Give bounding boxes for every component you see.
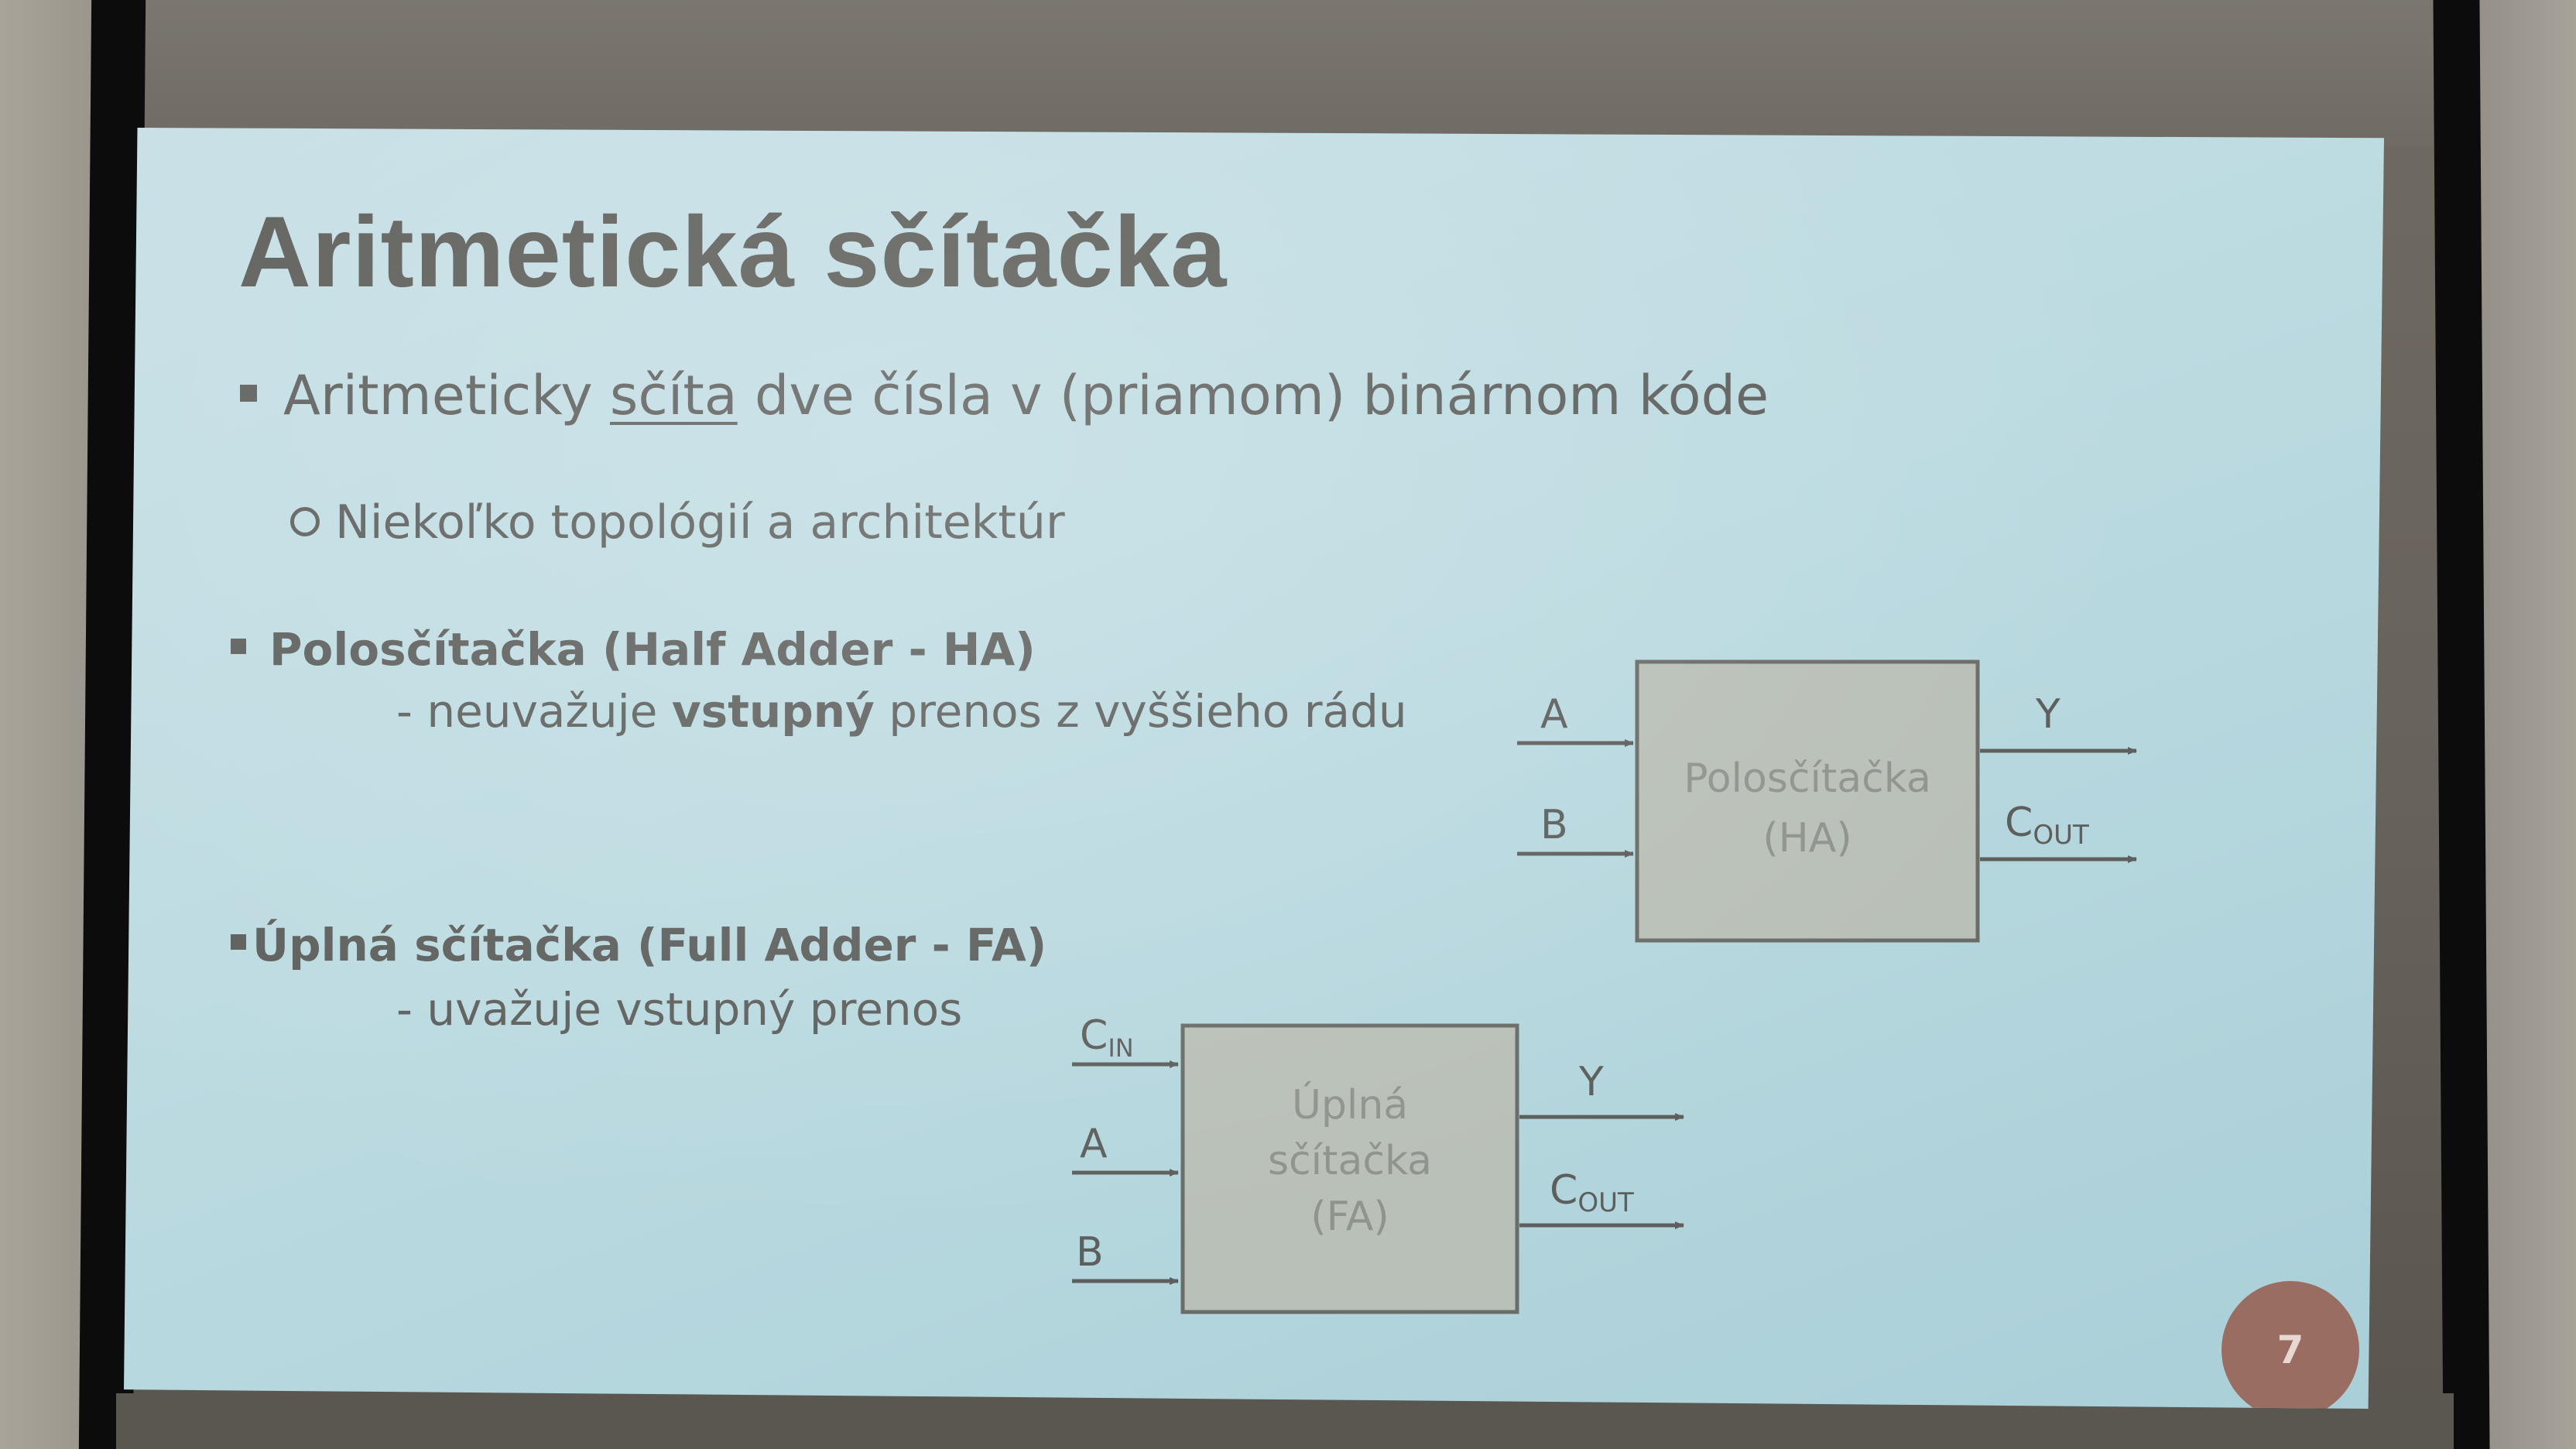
wall-left [0, 0, 93, 1449]
bullet-main-underlined: sčíta [609, 364, 738, 427]
fa-label-cout: COUT [1550, 1167, 1634, 1218]
ha-label-cout-sub: OUT [2033, 820, 2089, 851]
full-adder-box [1180, 1023, 1519, 1314]
half-adder-box [1635, 659, 1980, 943]
ha-label-cout-c: C [2005, 800, 2033, 846]
page-number-badge: 7 [2221, 1281, 2359, 1409]
ha-label-b: B [1540, 802, 1568, 848]
half-adder-diagram [1517, 659, 2137, 943]
sub-bullet-text: Niekoľko topológií a architektúr [335, 495, 1065, 550]
half-adder-desc-prefix: - neuvažuje [396, 685, 672, 738]
fa-label-cout-sub: OUT [1577, 1187, 1634, 1218]
sub-bullet: Niekoľko topológií a architektúr [290, 495, 1065, 550]
full-adder-heading-text: Úplná sčítačka (Full Adder - FA) [252, 919, 1047, 971]
fa-label-b: B [1076, 1229, 1104, 1276]
bullet-main: Aritmeticky sčíta dve čísla v (priamom) … [240, 364, 1769, 427]
projection-screen-top [132, 0, 2446, 147]
circle-bullet-icon [290, 507, 320, 536]
ha-label-y: Y [2035, 691, 2060, 738]
adder-diagrams: A B Y COUT Polosčítačka (HA) CIN A B Y C… [1072, 659, 2137, 1314]
fa-label-cin-sub: IN [1108, 1033, 1133, 1063]
square-bullet-icon [231, 933, 246, 950]
fa-box-line1: Úplná [1292, 1081, 1408, 1129]
full-adder-heading: Úplná sčítačka (Full Adder - FA) [231, 919, 1046, 971]
bullet-main-suffix: dve čísla v (priamom) binárnom kóde [737, 364, 1769, 427]
half-adder-desc-suffix: prenos z vyššieho rádu [874, 685, 1407, 738]
full-adder-desc: - uvažuje vstupný prenos [396, 983, 963, 1036]
full-adder-diagram [1072, 1023, 1684, 1314]
fa-label-cin: CIN [1080, 1012, 1134, 1063]
ha-label-a: A [1540, 691, 1568, 738]
half-adder-desc: - neuvažuje vstupný prenos z vyššieho rá… [396, 685, 1407, 738]
ha-box-line1: Polosčítačka [1684, 755, 1931, 802]
fa-label-cout-c: C [1550, 1167, 1577, 1214]
bullet-main-prefix: Aritmeticky [283, 364, 610, 427]
presentation-slide: Aritmetická sčítačka Aritmeticky sčíta d… [124, 128, 2384, 1409]
fa-box-line2: sčítačka [1268, 1138, 1432, 1184]
slide-title: Aritmetická sčítačka [238, 195, 1228, 308]
half-adder-desc-bold: vstupný [671, 685, 875, 738]
ha-label-cout: COUT [2005, 800, 2089, 851]
fa-label-a: A [1080, 1121, 1108, 1167]
half-adder-heading: Polosčítačka (Half Adder - HA) [231, 623, 1036, 676]
ha-box-line2: (HA) [1762, 815, 1852, 862]
half-adder-heading-text: Polosčítačka (Half Adder - HA) [269, 623, 1036, 676]
fa-label-cin-c: C [1080, 1012, 1108, 1059]
square-bullet-icon [240, 384, 257, 402]
square-bullet-icon [231, 638, 246, 654]
fa-label-y: Y [1578, 1059, 1604, 1105]
fa-box-line3: (FA) [1310, 1194, 1389, 1240]
